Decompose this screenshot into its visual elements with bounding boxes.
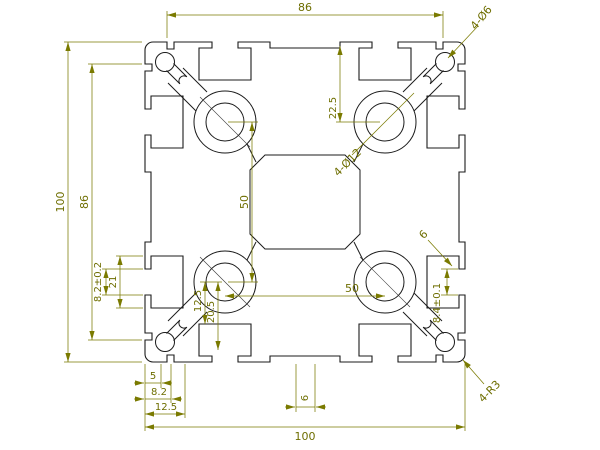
callout-corner-holes: 4-Ø6 <box>447 3 495 59</box>
horizontal-hole-pitch-dim-label: 50 <box>345 282 359 295</box>
bottom-web-dim-label: 6 <box>300 395 311 401</box>
dim-hole-pitch-vertical: 50 <box>228 121 258 283</box>
corner-keyhole-top-left <box>155 52 188 85</box>
corner-keyhole-top-right <box>422 52 455 85</box>
slot-depth-dim-label: 21 <box>108 276 119 289</box>
inner-height-dim-label: 86 <box>78 195 91 209</box>
hole-center-lines <box>199 96 411 308</box>
core-holes-callout-label: 4-Ø12 <box>331 146 364 179</box>
dim-hole-pitch-horizontal: 50 <box>225 282 385 299</box>
dim-20-5-label: 20.5 <box>206 301 217 323</box>
dim-slot-depth: 21 <box>108 255 143 309</box>
dim-edge-offset-5: 5 <box>134 364 172 388</box>
web-thickness-callout-label: 6 <box>416 227 430 241</box>
dim-8-2-label: 8.2 <box>151 387 167 398</box>
slot-opening-dim-label: 8.2±0.2 <box>93 262 104 302</box>
dim-5-label: 5 <box>150 371 156 382</box>
callout-corner-radius: 4-R3 <box>462 359 503 405</box>
web-lines <box>167 67 443 337</box>
profile-outline <box>144 41 466 363</box>
overall-width-dim-label: 100 <box>295 430 316 443</box>
corner-keyhole-bottom-left <box>155 319 188 352</box>
corner-holes-callout-label: 4-Ø6 <box>468 3 495 32</box>
dim-edge-offset-12-5: 12.5 <box>145 364 186 418</box>
top-width-dim-label: 86 <box>298 1 312 14</box>
dim-inner-height: 86 <box>78 63 142 341</box>
dim-offset-20-5: 20.5 <box>206 282 221 350</box>
dim-top-width: 86 <box>166 1 444 38</box>
vertical-hole-pitch-dim-label: 50 <box>238 195 251 209</box>
corner-keyhole-bottom-right <box>422 319 455 352</box>
dim-hole-top-offset: 22.5 <box>328 46 380 123</box>
hole-top-offset-dim-label: 22.5 <box>328 97 339 119</box>
dim-bottom-web: 6 <box>285 364 326 412</box>
dim-12-5-bottom-label: 12.5 <box>155 402 177 413</box>
dim-overall-width: 100 <box>144 364 466 443</box>
dim-12-5-label: 12.5 <box>193 290 204 312</box>
overall-height-dim-label: 100 <box>54 192 67 213</box>
dimensions: 86 4-Ø6 100 86 8.2±0.2 2 <box>54 1 503 443</box>
slot-inner-width-dim-label: 8.4±0.1 <box>432 283 443 323</box>
callout-web-thickness: 6 <box>416 227 453 267</box>
dim-edge-offset-8-2: 8.2 <box>134 364 182 403</box>
dim-overall-height: 100 <box>54 41 142 363</box>
dim-slot-inner-width: 8.4±0.1 <box>432 268 458 323</box>
corner-radius-callout-label: 4-R3 <box>476 378 503 405</box>
